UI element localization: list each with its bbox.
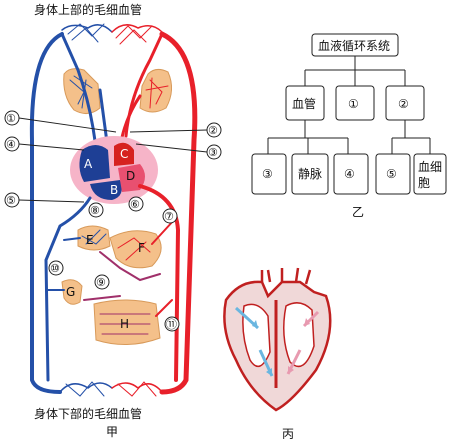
label-G: G	[66, 285, 75, 299]
panel-label-yi: 乙	[352, 205, 364, 219]
label-C: C	[120, 147, 128, 161]
svg-text:⑩: ⑩	[50, 262, 60, 275]
marker-1: ①	[4, 110, 117, 133]
tree-node-1: ①	[348, 97, 359, 111]
marker-5: ⑤	[4, 192, 85, 208]
svg-text:胞: 胞	[418, 176, 430, 190]
marker-6: ⑥	[128, 196, 144, 212]
marker-2: ②	[129, 122, 222, 138]
descending-aorta	[138, 184, 181, 382]
upper-artery	[124, 32, 164, 138]
panel-label-bing: 丙	[282, 427, 294, 441]
tree-node-4: ④	[344, 167, 355, 181]
tree-node-blood-vessel: 血管	[292, 96, 316, 111]
label-F: F	[138, 241, 145, 255]
marker-7: ⑦	[162, 208, 178, 224]
figure-bing: 丙	[223, 267, 332, 441]
svg-text:④: ④	[6, 138, 16, 151]
svg-text:⑦: ⑦	[164, 210, 174, 223]
bottom-capillary-caption: 身体下部的毛细血管	[34, 406, 142, 421]
label-E: E	[86, 233, 94, 247]
svg-text:⑤: ⑤	[6, 194, 16, 207]
label-A: A	[84, 157, 93, 171]
panel-label-jia: 甲	[106, 425, 118, 439]
marker-4: ④	[4, 136, 85, 152]
top-capillary-caption: 身体上部的毛细血管	[34, 2, 142, 17]
tree-root: 血液循环系统	[318, 38, 390, 53]
label-B: B	[110, 183, 118, 197]
chamber-C	[114, 142, 134, 166]
tree-node-3: ③	[262, 167, 273, 181]
marker-9: ⑨	[94, 274, 110, 290]
marker-3: ③	[135, 143, 222, 160]
svg-text:⑪: ⑪	[166, 318, 177, 331]
svg-text:③: ③	[208, 146, 218, 159]
aorta-loop	[159, 31, 198, 395]
label-H: H	[120, 317, 129, 331]
marker-11: ⑪	[164, 316, 180, 332]
upper-capillary-bed	[61, 23, 163, 45]
svg-text:①: ①	[6, 112, 16, 125]
svg-text:⑥: ⑥	[130, 198, 140, 211]
figure-yi: 血液循环系统 血管 ① ② ③ 静脉 ④ ⑤ 血细 胞 乙	[251, 33, 447, 219]
heart: A B C D	[70, 136, 158, 204]
superior-vena-cava	[29, 32, 64, 394]
organ-F: F	[109, 230, 162, 269]
marker-10: ⑩	[48, 260, 64, 276]
organ-H: H	[93, 299, 161, 346]
marker-8: ⑧	[88, 202, 104, 218]
svg-text:⑧: ⑧	[90, 204, 100, 217]
chamber-A	[79, 145, 110, 182]
tree-node-vein: 静脉	[298, 166, 322, 181]
svg-text:⑨: ⑨	[96, 276, 106, 289]
organ-E: E	[77, 225, 111, 251]
tree-node-2: ②	[398, 97, 409, 111]
lower-capillary-bed	[59, 381, 163, 397]
organ-G: G	[61, 279, 83, 305]
tree-node-5: ⑤	[386, 167, 397, 181]
chamber-D	[118, 164, 145, 192]
tree-node-blood-cell: 血细	[418, 160, 442, 174]
chamber-B	[90, 180, 122, 200]
svg-text:②: ②	[208, 124, 218, 137]
label-D: D	[126, 169, 135, 183]
figure-jia: 身体上部的毛细血管 A	[4, 2, 222, 439]
inferior-vena-cava	[44, 196, 92, 382]
